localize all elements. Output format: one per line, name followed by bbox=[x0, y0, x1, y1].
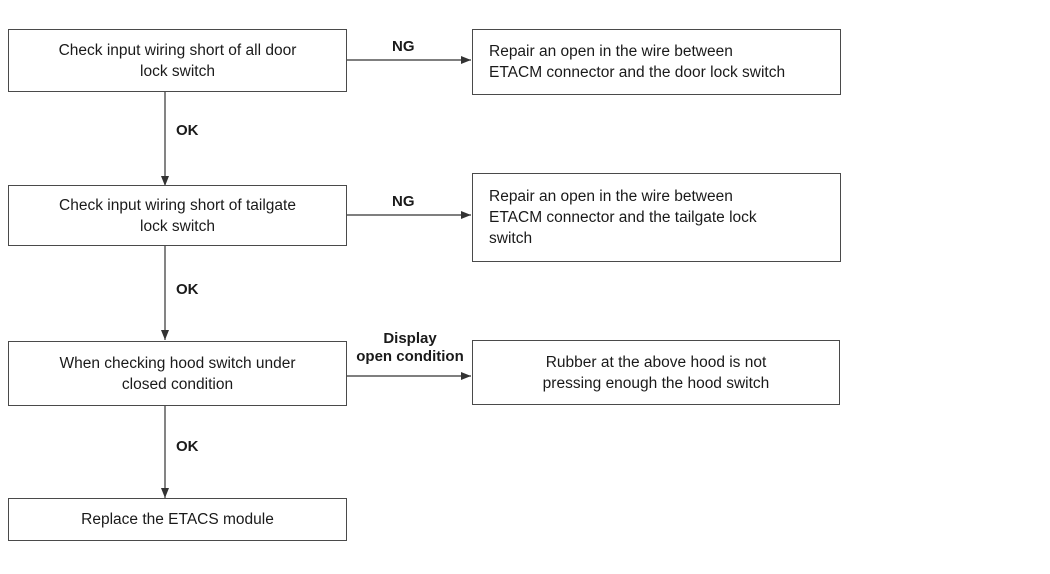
step-box-hood-switch: When checking hood switch under closed c… bbox=[8, 341, 347, 406]
step-box-door-lock: Check input wiring short of all door loc… bbox=[8, 29, 347, 92]
result-box-hood-rubber: Rubber at the above hood is not pressing… bbox=[472, 340, 840, 405]
down-label-ok-3: OK bbox=[176, 438, 199, 455]
step-text: Replace the ETACS module bbox=[81, 511, 274, 528]
step-box-replace-module: Replace the ETACS module bbox=[8, 498, 347, 541]
result-box-tailgate-repair: Repair an open in the wire between ETACM… bbox=[472, 173, 841, 262]
branch-label-ng-1: NG bbox=[392, 38, 415, 55]
result-text: Repair an open in the wire between ETACM… bbox=[489, 43, 786, 81]
branch-label-ng-2: NG bbox=[392, 193, 415, 210]
result-text: Rubber at the above hood is not pressing… bbox=[542, 353, 770, 392]
step-text: When checking hood switch under closed c… bbox=[59, 354, 296, 393]
result-box-door-lock-repair: Repair an open in the wire between ETACM… bbox=[472, 29, 841, 95]
down-label-ok-2: OK bbox=[176, 281, 199, 298]
step-box-tailgate-lock: Check input wiring short of tailgate loc… bbox=[8, 185, 347, 246]
branch-label-display-open: Display open condition bbox=[356, 330, 464, 365]
step-text: Check input wiring short of tailgate loc… bbox=[59, 196, 296, 235]
step-text: Check input wiring short of all door loc… bbox=[58, 41, 297, 80]
result-text: Repair an open in the wire between ETACM… bbox=[489, 188, 757, 247]
down-label-ok-1: OK bbox=[176, 122, 199, 139]
